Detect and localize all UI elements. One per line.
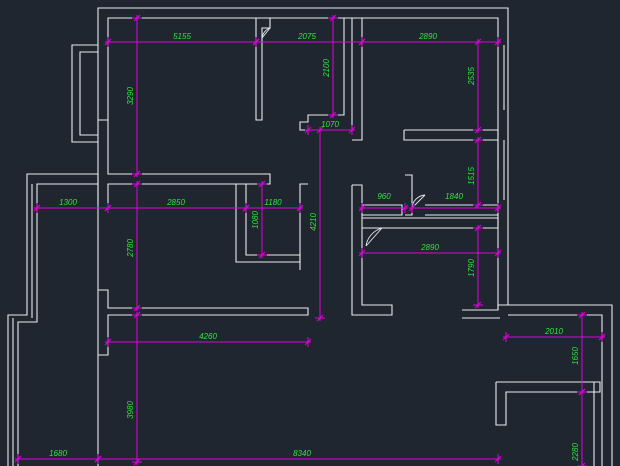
- wall-segment-8: [299, 183, 308, 270]
- door-leaf-2: [365, 227, 383, 247]
- dimension-label: 4210: [309, 213, 318, 231]
- door-leaf-1: [261, 27, 271, 39]
- dimension-label: 2010: [544, 327, 563, 336]
- wall-segment-10: [362, 204, 403, 216]
- dimension-label: 1515: [467, 167, 476, 185]
- outer-wall-top: [97, 7, 613, 466]
- wall-segment-17: [495, 381, 601, 426]
- wall-segment-11: [405, 174, 413, 216]
- dimension-label: 2890: [418, 32, 437, 41]
- dimension-label: 3980: [126, 401, 135, 419]
- wall-segment-13: [362, 217, 499, 229]
- doors: [261, 27, 426, 247]
- wall-segment-14: [462, 304, 508, 311]
- wall-segment-18: [508, 314, 603, 466]
- dimension-label: 2075: [297, 32, 316, 41]
- dimension-label: 2280: [571, 443, 580, 462]
- wall-segment-9: [351, 184, 393, 316]
- dimension-label: 1300: [59, 198, 77, 207]
- dimension-label: 1790: [467, 259, 476, 277]
- outer-wall-left: [7, 173, 98, 466]
- dimension-label: 3290: [126, 87, 135, 105]
- wall-segment-5: [352, 18, 363, 141]
- balcony-left-inner: [79, 51, 98, 136]
- dimension-label: 2890: [420, 243, 439, 252]
- balcony-left: [71, 44, 98, 143]
- outer-wall-left-inner: [17, 183, 98, 466]
- wall-segment-3: [255, 18, 271, 121]
- wall-segment-16: [98, 289, 309, 356]
- dimension-label: 1840: [445, 192, 463, 201]
- dimension-label: 1080: [251, 211, 260, 229]
- dimensions: 5155 2075 2890 3290 2100 2535 1070 1300 2850 1180…: [14, 14, 606, 466]
- wall-segment-1: [98, 119, 271, 204]
- door-swing-1: [261, 27, 271, 39]
- door-swing-2: [365, 227, 383, 247]
- dimension-tick: [581, 462, 586, 466]
- dimension-label: 2535: [467, 67, 476, 86]
- dimension-label: 8340: [293, 449, 311, 458]
- dimension-label: 1650: [571, 347, 580, 365]
- dimension-label: 1680: [49, 449, 67, 458]
- dimension-label: 2850: [166, 198, 185, 207]
- dimension-label: 960: [377, 192, 391, 201]
- dimension-label: 5155: [173, 32, 191, 41]
- dimension-label: 1180: [264, 198, 282, 207]
- dimension-label: 2780: [126, 239, 135, 258]
- dimension-label: 4260: [199, 332, 217, 341]
- dimension-label: 1070: [321, 120, 339, 129]
- dimension-label: 2100: [322, 59, 331, 78]
